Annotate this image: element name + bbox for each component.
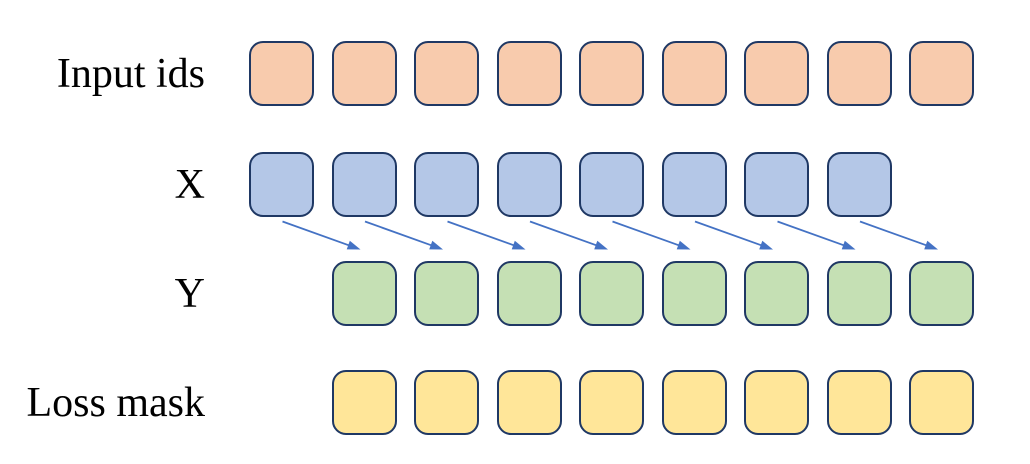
x-square: [744, 152, 809, 217]
loss-mask-square: [744, 370, 809, 435]
y-square: [826, 261, 892, 326]
input-ids-square: [909, 41, 974, 106]
row-label-loss-mask: Loss mask: [26, 379, 206, 426]
x-to-y-arrow: [529, 220, 608, 250]
loss-mask-square: [414, 370, 479, 435]
y-square: [331, 261, 397, 326]
input-ids-square: [661, 41, 727, 106]
input-ids-square: [331, 41, 397, 106]
x-to-y-arrow: [859, 220, 938, 250]
x-squares: [249, 152, 892, 217]
row-label-input-ids: Input ids: [56, 50, 205, 97]
x-square: [496, 152, 562, 217]
x-to-y-arrow: [447, 220, 526, 250]
input-ids-square: [744, 41, 809, 106]
x-square: [826, 152, 892, 217]
row-input-ids: Input ids: [0, 41, 1030, 106]
input-ids-square: [414, 41, 479, 106]
x-square: [331, 152, 397, 217]
y-square: [414, 261, 479, 326]
y-square: [496, 261, 562, 326]
row-x: X: [0, 152, 1030, 217]
loss-mask-square: [826, 370, 892, 435]
input-ids-squares: [249, 41, 974, 106]
row-label-y: Y: [174, 270, 205, 317]
x-to-y-arrow: [777, 220, 856, 250]
loss-mask-square: [661, 370, 727, 435]
row-loss-mask: Loss mask: [0, 370, 1030, 435]
y-square: [661, 261, 727, 326]
input-ids-square: [579, 41, 644, 106]
loss-mask-square: [909, 370, 974, 435]
input-ids-square: [826, 41, 892, 106]
loss-mask-square: [496, 370, 562, 435]
x-square: [579, 152, 644, 217]
loss-mask-square: [579, 370, 644, 435]
x-square: [249, 152, 314, 217]
x-to-y-arrow: [364, 220, 443, 250]
x-to-y-arrow: [612, 220, 691, 250]
loss-mask-squares: [331, 370, 974, 435]
y-squares: [331, 261, 974, 326]
input-ids-square: [249, 41, 314, 106]
y-square: [744, 261, 809, 326]
row-label-x: X: [174, 161, 205, 208]
x-square: [661, 152, 727, 217]
y-square: [909, 261, 974, 326]
x-square: [414, 152, 479, 217]
x-to-y-arrow: [694, 220, 773, 250]
loss-mask-square: [331, 370, 397, 435]
y-square: [579, 261, 644, 326]
x-to-y-arrow: [282, 220, 361, 250]
row-y: Y: [0, 261, 1030, 326]
input-ids-square: [496, 41, 562, 106]
